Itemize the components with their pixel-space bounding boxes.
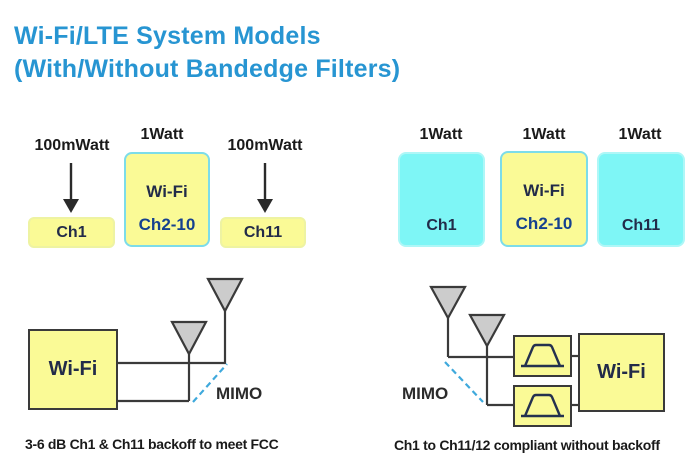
mimo-dashed-line [444,361,484,403]
wifi-block: Wi-Fi [28,329,118,410]
page-title-line2: (With/Without Bandedge Filters) [14,55,401,83]
mimo-label: MIMO [216,384,263,403]
down-arrow-icon [63,163,79,213]
power-label-1watt-center: 1Watt [140,126,184,143]
left-caption: 3-6 dB Ch1 & Ch11 backoff to meet FCC [25,436,279,452]
wifi-block: Wi-Fi [578,333,665,412]
wifi-block-label: Wi-Fi [597,361,646,383]
ch2-10-label: Ch2-10 [515,214,573,233]
wifi-ch2-10-box: Wi-Fi Ch2-10 [500,151,588,247]
antenna-icon [429,285,467,321]
ch1-box: Ch1 [28,217,115,248]
power-label-1watt-center: 1Watt [522,126,566,143]
right-caption: Ch1 to Ch11/12 compliant without backoff [394,437,660,453]
ch11-box: Ch11 [220,217,306,248]
ch1-box: Ch1 [398,152,485,247]
antenna-icon [170,320,208,357]
ch1-box-label: Ch1 [426,217,457,234]
power-label-1watt-ch11: 1Watt [618,126,662,143]
ch11-box-label: Ch11 [243,223,283,241]
antenna-icon [468,313,506,349]
bandpass-filter-icon [521,343,564,368]
wifi-block-label: Wi-Fi [48,358,98,380]
ch2-10-label: Ch2-10 [138,215,196,234]
ch11-box-label: Ch11 [621,217,661,234]
wifi-ch2-10-box: Wi-Fi Ch2-10 [124,152,210,247]
ch11-box: Ch11 [597,152,685,247]
power-label-1watt-ch1: 1Watt [419,126,463,143]
power-label-100mwatt-ch11: 100mWatt [227,137,303,154]
wifi-to-antenna-wires [118,311,227,403]
antenna-icon [206,277,244,314]
wifi-box-label: Wi-Fi [146,182,188,201]
bandedge-filter-block [513,335,572,377]
bandpass-filter-icon [521,393,564,418]
page-title: Wi-Fi/LTE System Models (With/Without Ba… [14,20,400,86]
page-title-line1: Wi-Fi/LTE System Models [14,22,321,50]
mimo-label: MIMO [402,384,449,403]
ch1-box-label: Ch1 [56,223,87,241]
wifi-box-label: Wi-Fi [523,181,565,200]
bandedge-filter-block [513,385,572,427]
down-arrow-icon [257,163,273,213]
power-label-100mwatt-ch1: 100mWatt [34,137,110,154]
